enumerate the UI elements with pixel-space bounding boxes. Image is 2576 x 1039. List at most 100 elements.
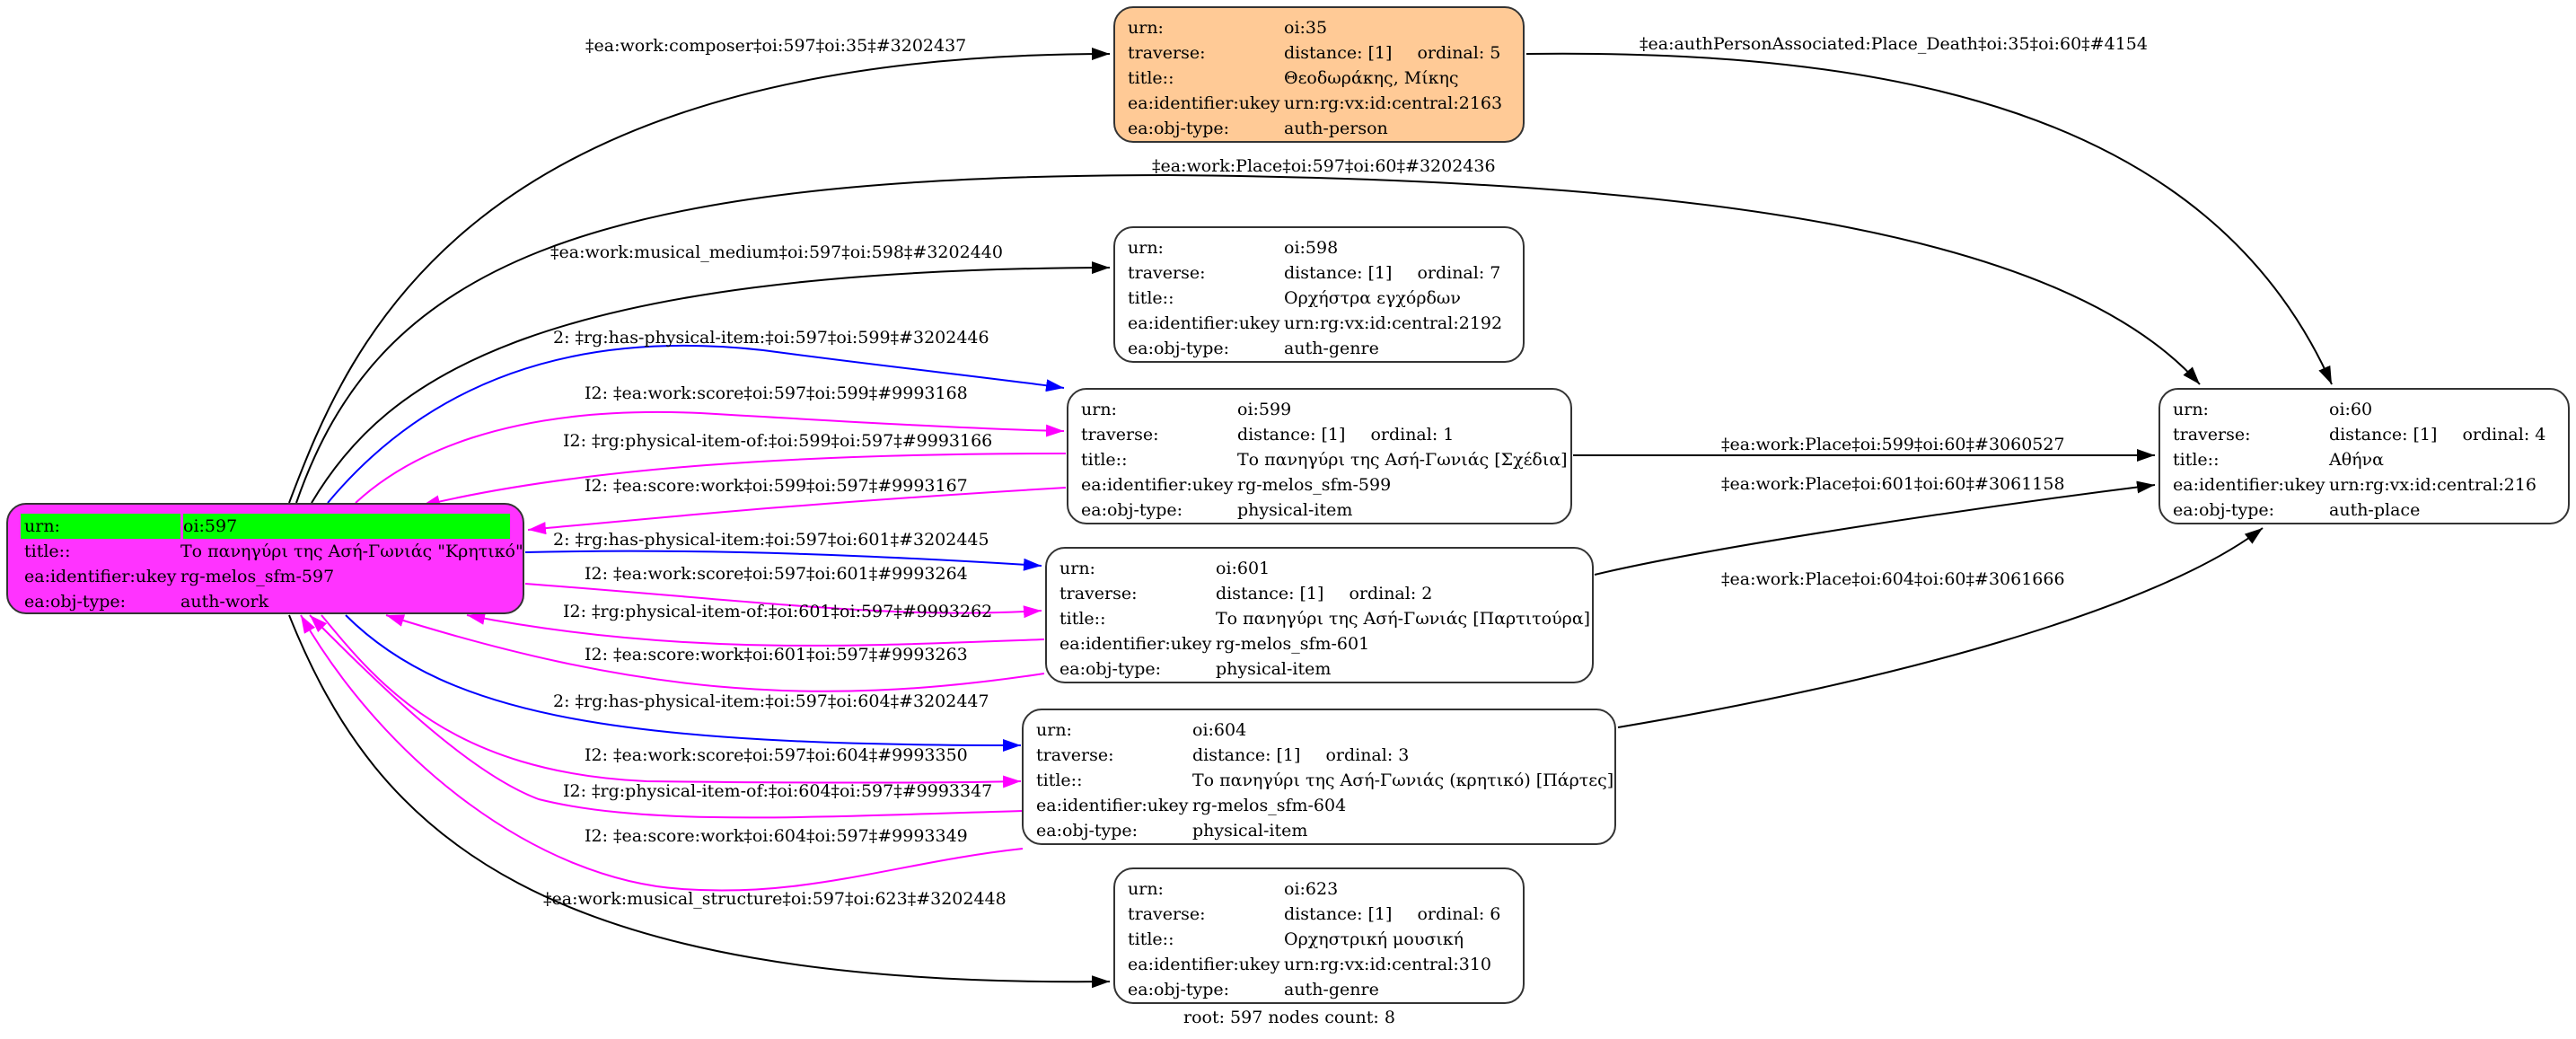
row-key: title:: xyxy=(1128,929,1174,949)
edge-oi-597-to-oi-604 xyxy=(321,614,1022,788)
traverse-distance: distance: [1] xyxy=(1284,43,1393,63)
edge-label: I2: ‡ea:work:score‡oi:597‡oi:601‡#999326… xyxy=(585,564,968,584)
row-value: Ορχήστρα εγχόρδων xyxy=(1284,288,1461,308)
node-row: ea:obj-type:auth-genre xyxy=(1128,977,1510,1002)
edge-label: ‡ea:work:Place‡oi:601‡oi:60‡#3061158 xyxy=(1721,474,2065,494)
edge-oi-604-to-oi-597 xyxy=(309,614,1024,819)
node-row-title: title::Το πανηγύρι της Ασή-Γωνιάς "Κρητι… xyxy=(21,539,523,564)
row-value: auth-genre xyxy=(1284,980,1379,999)
edge-label: I2: ‡rg:physical-item-of:‡oi:604‡oi:597‡… xyxy=(563,781,993,801)
row-key: ea:identifier:ukey xyxy=(1036,796,1189,815)
row-value: physical-item xyxy=(1216,659,1332,679)
row-value: rg-melos_sfm-601 xyxy=(1216,634,1370,654)
row-value: Το πανηγύρι της Ασή-Γωνιάς (κρητικό) [Πά… xyxy=(1192,770,1614,790)
row-key: ea:identifier:ukey xyxy=(1059,634,1212,654)
graph-footer: root: 597 nodes count: 8 xyxy=(1183,1008,1395,1027)
row-value: distance: [1]ordinal: 1 xyxy=(1237,422,1558,447)
traverse-distance: distance: [1] xyxy=(1216,584,1324,603)
node-row: urn:oi:599 xyxy=(1081,397,1558,422)
edge-oi-601-to-oi-60 xyxy=(1594,480,2156,576)
row-value: rg-melos_sfm-599 xyxy=(1237,475,1392,495)
edge-label: ‡ea:work:composer‡oi:597‡oi:35‡#3202437 xyxy=(585,36,967,56)
row-key: title:: xyxy=(1059,609,1106,629)
edge-oi-599-to-oi-597 xyxy=(421,453,1067,508)
row-key: title:: xyxy=(1128,68,1174,88)
node-oi-60[interactable]: urn:oi:60 traverse: distance: [1]ordinal: … xyxy=(2158,388,2570,524)
edge-oi-597-to-oi-623 xyxy=(288,614,1111,989)
row-key: urn: xyxy=(1128,238,1164,258)
node-row: traverse:distance: [1]ordinal: 3 xyxy=(1036,743,1602,768)
row-value: auth-genre xyxy=(1284,339,1379,358)
row-key: urn: xyxy=(21,514,180,539)
node-row: traverse: distance: [1]ordinal: 4 xyxy=(2173,422,2555,447)
edge-oi-604-to-oi-60 xyxy=(1617,527,2264,728)
node-row: ea:obj-type:physical-item xyxy=(1036,818,1602,843)
row-key: urn: xyxy=(1081,400,1117,419)
row-value: physical-item xyxy=(1237,500,1353,520)
row-key: ea:identifier:ukey xyxy=(1128,955,1280,974)
edge-oi-597-to-oi-598 xyxy=(311,261,1111,504)
edge-oi-599-to-oi-597 xyxy=(527,487,1067,535)
row-key: urn: xyxy=(1128,18,1164,38)
node-oi-597-root[interactable]: urn:oi:597 title::Το πανηγύρι της Ασή-Γω… xyxy=(6,503,524,614)
edge-label: I2: ‡ea:score:work‡oi:601‡oi:597‡#999326… xyxy=(585,645,968,665)
edge-oi-604-to-oi-597 xyxy=(300,614,1024,892)
node-row: ea:obj-type:auth-place xyxy=(2173,497,2555,523)
node-row: title::Το πανηγύρι της Ασή-Γωνιάς [Παρτι… xyxy=(1059,606,1590,631)
node-row: urn:oi:604 xyxy=(1036,718,1602,743)
node-row: urn:oi:60 xyxy=(2173,397,2555,422)
row-value: Αθήνα xyxy=(2329,450,2384,470)
row-value: distance: [1]ordinal: 4 xyxy=(2329,422,2555,447)
traverse-distance: distance: [1] xyxy=(1284,263,1393,283)
node-row: ea:obj-type:physical-item xyxy=(1081,497,1558,523)
edge-label: 2: ‡rg:has-physical-item:‡oi:597‡oi:601‡… xyxy=(553,530,989,550)
row-key: traverse: xyxy=(1059,584,1138,603)
row-key: ea:obj-type: xyxy=(1036,821,1139,841)
row-key: ea:identifier:ukey xyxy=(1128,93,1280,113)
row-key: traverse: xyxy=(2173,425,2251,445)
edge-label: ‡ea:work:Place‡oi:599‡oi:60‡#3060527 xyxy=(1721,435,2065,454)
node-oi-598[interactable]: urn: oi:598 traverse: distance: [1]ordinal:… xyxy=(1113,226,1525,363)
node-row: title::Ορχηστρική μουσική xyxy=(1128,927,1510,952)
row-value: auth-work xyxy=(180,592,269,612)
node-row: urn: oi:35 xyxy=(1128,15,1510,40)
edge-label: I2: ‡rg:physical-item-of:‡oi:601‡oi:597‡… xyxy=(563,602,993,621)
traverse-ordinal: ordinal: 1 xyxy=(1370,425,1455,445)
row-key: ea:obj-type: xyxy=(1128,119,1230,138)
row-value: oi:35 xyxy=(1284,18,1328,38)
edge-oi-597-to-oi-604 xyxy=(345,614,1022,752)
row-value: oi:60 xyxy=(2329,400,2373,419)
row-value: urn:rg:vx:id:central:310 xyxy=(1284,955,1492,974)
traverse-distance: distance: [1] xyxy=(1284,904,1393,924)
node-row: traverse:distance: [1]ordinal: 6 xyxy=(1128,902,1510,927)
node-row: ea:obj-type: auth-person xyxy=(1128,116,1510,141)
row-key: title:: xyxy=(2173,450,2220,470)
node-row-urn: urn:oi:597 xyxy=(21,514,510,539)
edge-label: 2: ‡rg:has-physical-item:‡oi:597‡oi:599‡… xyxy=(553,328,989,348)
row-key: urn: xyxy=(1128,879,1164,899)
node-row: ea:obj-type:auth-genre xyxy=(1128,336,1510,361)
edge-label: I2: ‡rg:physical-item-of:‡oi:599‡oi:597‡… xyxy=(563,431,993,451)
row-key: traverse: xyxy=(1128,263,1206,283)
node-row: title::Το πανηγύρι της Ασή-Γωνιάς (κρητι… xyxy=(1036,768,1613,793)
row-key: urn: xyxy=(1059,559,1095,578)
row-value: rg-melos_sfm-604 xyxy=(1192,796,1347,815)
edge-label: ‡ea:authPersonAssociated:Place_Death‡oi:… xyxy=(1640,34,2148,54)
row-value: auth-person xyxy=(1284,119,1388,138)
edge-label: ‡ea:work:musical_structure‡oi:597‡oi:623… xyxy=(543,889,1007,909)
row-value: distance: [1]ordinal: 3 xyxy=(1192,743,1602,768)
row-value: distance: [1]ordinal: 7 xyxy=(1284,260,1510,286)
row-value: oi:598 xyxy=(1284,238,1339,258)
node-row: urn: oi:598 xyxy=(1128,235,1510,260)
row-value: oi:597 xyxy=(183,514,510,539)
